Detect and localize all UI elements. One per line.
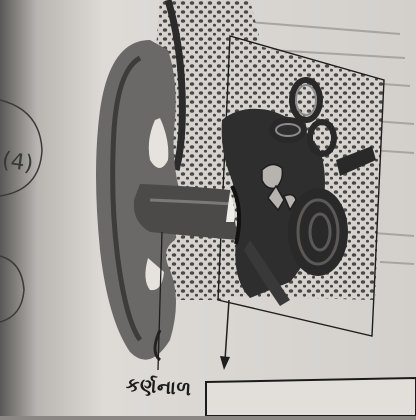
ear-canal-shading xyxy=(149,198,233,206)
question-number: (4) xyxy=(0,147,35,178)
auditory-nerve xyxy=(336,146,376,176)
caption-pointer-line xyxy=(157,231,163,371)
diagram-caption: કર્ણનાળ xyxy=(125,373,193,401)
ear-canal xyxy=(133,184,238,240)
margin-circle xyxy=(0,99,43,197)
label-arrow-line xyxy=(224,299,230,361)
canal-highlights xyxy=(275,84,317,137)
concha-highlight xyxy=(148,118,169,168)
label-arrow-head xyxy=(220,356,230,370)
eardrum-highlight xyxy=(226,192,235,222)
answer-box xyxy=(205,376,416,417)
skin-band xyxy=(164,0,186,171)
eardrum xyxy=(230,185,242,245)
lobule-highlight xyxy=(145,258,164,291)
helix-rim xyxy=(110,55,143,342)
ossicles xyxy=(261,163,297,212)
cochlea xyxy=(288,188,348,276)
semicircular-canals xyxy=(269,77,337,157)
margin-circle-lower xyxy=(0,255,25,323)
eustachian-tube xyxy=(244,240,290,306)
